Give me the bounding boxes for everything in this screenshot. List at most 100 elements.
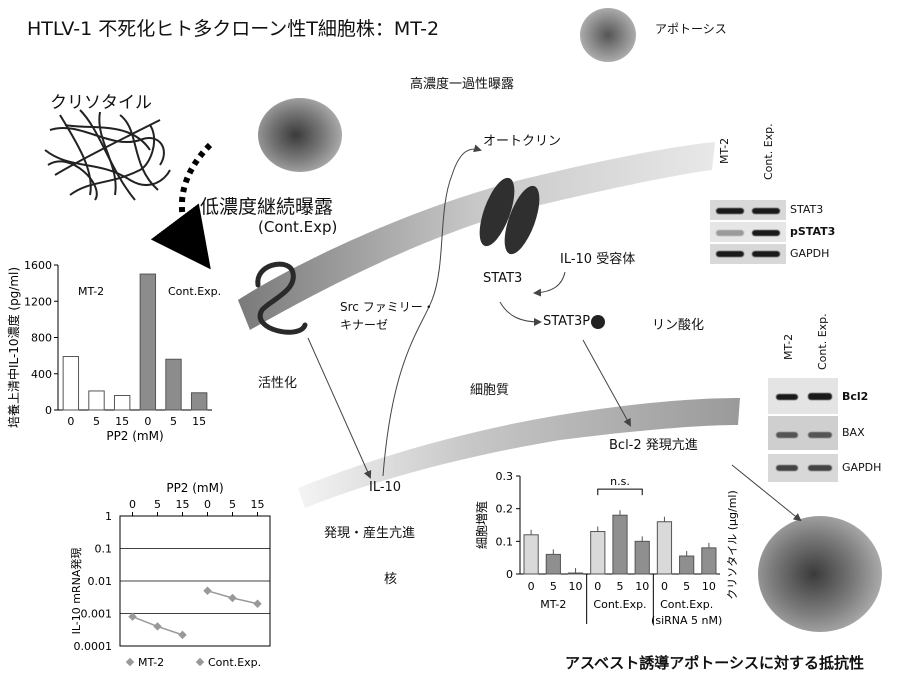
src-label-line1: Src ファミリー・ (340, 300, 435, 314)
chart3-xtick-label: 0 (594, 580, 601, 593)
blot2-label-bcl2: Bcl2 (842, 390, 869, 403)
chart1-xtick-label: 15 (192, 415, 206, 428)
chart2-point (253, 599, 262, 608)
chart2-ytick-label: 0.1 (95, 543, 113, 556)
chart3-right-label: クリソタイル (µg/ml) (726, 490, 739, 600)
bcl2-up-label: Bcl-2 発現亢進 (609, 438, 698, 453)
cont-exp-label: (Cont.Exp) (258, 218, 338, 236)
chart1-group-label: MT-2 (78, 285, 104, 298)
chart2-xtick-label: 0 (129, 498, 136, 511)
cell-image-bottom (758, 516, 882, 632)
phosphorylation-label: リン酸化 (652, 318, 705, 333)
blot1-label-gapdh: GAPDH (790, 247, 830, 260)
il10-label: IL-10 (369, 480, 402, 495)
chart3-ytick-label: 0.1 (496, 535, 514, 548)
chart1-bar (139, 273, 157, 411)
chart1-bar (88, 390, 105, 411)
blot1-label-pstat3: pSTAT3 (790, 225, 836, 238)
blot2-label-bax: BAX (842, 426, 865, 439)
chart1-bar (113, 395, 131, 411)
blot1-row-stat3 (710, 200, 786, 220)
chart3-xtick-label: 10 (635, 580, 649, 593)
chart1-ytick-label: 0 (45, 404, 52, 417)
cell-membrane (238, 142, 715, 330)
chart3-ytick-label: 0.3 (496, 470, 514, 483)
blot2-row-bcl2 (768, 378, 838, 414)
chart3-xtick-label: 5 (617, 580, 624, 593)
blot2-label-gapdh: GAPDH (842, 461, 882, 474)
il10-receptor-label: IL-10 受容体 (560, 252, 636, 267)
phosphate-dot (591, 315, 605, 329)
chart3-xtick-label: 10 (702, 580, 716, 593)
cell-image-apoptosis (580, 8, 636, 62)
chart2-xtick-label: 5 (154, 498, 161, 511)
chart3-bar (545, 553, 561, 575)
chart1-xtick-label: 0 (67, 415, 74, 428)
blot2-lane-mt2: MT-2 (782, 333, 795, 360)
il10-up-label: 発現・産生亢進 (324, 526, 416, 541)
page-title: HTLV-1 不死化ヒト多クローン性T細胞株：MT-2 (27, 18, 440, 40)
chart1-xlabel: PP2 (mM) (106, 429, 163, 443)
chart3-bar (567, 572, 584, 575)
chrysotile-fibers (44, 109, 171, 201)
chart2-ytick-label: 0.001 (81, 608, 113, 621)
chart2-point (203, 586, 212, 596)
chart1-ytick-label: 800 (31, 332, 52, 345)
chart3-group-label: Cont.Exp. (660, 598, 713, 611)
il10-receptor-right (504, 185, 540, 255)
chart3-xtick-label: 0 (528, 580, 535, 593)
chart3-group-label: Cont.Exp. (593, 598, 646, 611)
pathway-arrows (307, 144, 802, 522)
chart3-bar (656, 521, 673, 575)
chart3-bar (590, 531, 606, 575)
blot2-lane-contexp: Cont. Exp. (816, 313, 829, 370)
chart1-group-label: Cont.Exp. (168, 285, 221, 298)
chart2-point (228, 593, 237, 603)
blot1-row-gapdh (710, 244, 786, 264)
chart3-ytick-label: 0 (506, 568, 513, 581)
chart2-xtick-label: 5 (229, 498, 236, 511)
apoptosis-label: アポトーシス (655, 22, 727, 36)
bottom-caption: アスベスト誘導アポトーシスに対する抵抗性 (565, 654, 864, 672)
chart2-ytick-label: 0.01 (88, 575, 113, 588)
autocrine-label: オートクリン (483, 134, 562, 149)
chart1-ytick-label: 1200 (24, 295, 52, 308)
nucleus-label: 核 (384, 572, 398, 587)
src-label-line2: キナーゼ (340, 318, 389, 332)
chart3-bar (679, 555, 695, 575)
chart3-bar (612, 514, 628, 575)
chart1-bar (62, 356, 80, 411)
blot2-row-bax (768, 416, 838, 450)
chart2-xtick-label: 15 (251, 498, 265, 511)
chart3-xtick-label: 5 (550, 580, 557, 593)
activation-label: 活性化 (258, 376, 298, 391)
chart1-xtick-label: 15 (115, 415, 129, 428)
chart1-bar (190, 392, 208, 411)
stat3p-label: STAT3P (543, 314, 591, 329)
western-blot-2: MT-2 Cont. Exp. Bcl2 BAX GAPDH (760, 308, 900, 488)
blot1-label-stat3: STAT3 (790, 203, 824, 216)
chart2-legend-marker (125, 657, 135, 667)
chart2-ylabel: IL-10 mRNA発現 (69, 548, 83, 635)
exposure-arrow (150, 142, 213, 270)
src-kinase-shape (255, 261, 308, 335)
high-exposure-label: 高濃度一過性曝露 (410, 77, 515, 92)
chart3-bar (634, 540, 650, 575)
chart1-xtick-label: 5 (170, 415, 177, 428)
chart2-xlabel: PP2 (mM) (166, 481, 223, 495)
chart2-legend-marker (195, 657, 205, 667)
chart3-ytick-label: 0.2 (496, 503, 514, 516)
chrysotile-label: クリソタイル (50, 93, 152, 113)
chart3-xtick-label: 10 (569, 580, 583, 593)
chart2-point (178, 630, 187, 640)
chart3-ns-label: n.s. (610, 475, 630, 488)
il10-receptor-left (479, 177, 515, 247)
chart3-bar (523, 534, 539, 575)
chart2-legend-label: MT-2 (138, 656, 164, 669)
chart3-bar (701, 547, 717, 575)
chart2-point (153, 622, 162, 631)
